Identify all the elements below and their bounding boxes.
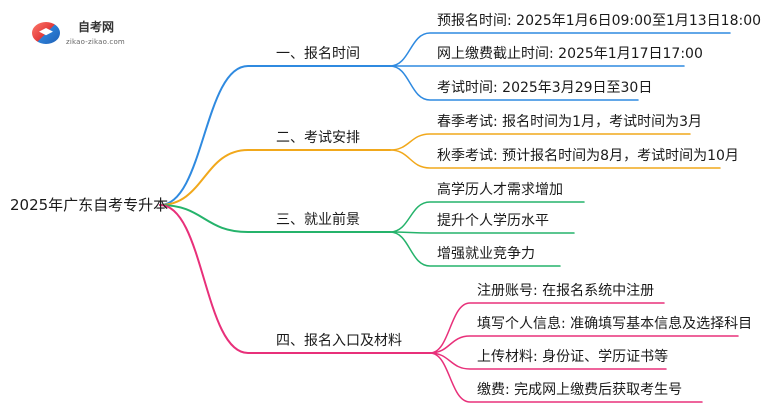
leaf-upload-materials: 上传材料: 身份证、学历证书等 — [477, 349, 669, 365]
leaf-connector — [429, 335, 739, 354]
leaf-connector — [389, 133, 691, 151]
leaf-demand-increase: 高学历人才需求增加 — [437, 182, 563, 198]
leaf-connector — [429, 352, 703, 403]
leaf-connector — [389, 149, 721, 169]
leaf-connector — [389, 231, 561, 267]
leaf-improve-education: 提升个人学历水平 — [437, 213, 549, 229]
branch-label-entry-and-materials: 四、报名入口及材料 — [276, 333, 402, 349]
branch-connector — [159, 204, 391, 233]
leaf-pre-registration-time: 预报名时间: 2025年1月6日09:00至1月13日18:00 — [437, 13, 761, 29]
leaf-payment-deadline: 网上缴费截止时间: 2025年1月17日17:00 — [437, 46, 703, 62]
site-logo: 自考网 zikao-zikao.com — [32, 16, 152, 52]
mindmap-root: 2025年广东自考专升本 — [10, 196, 169, 214]
leaf-spring-exam: 春季考试: 报名时间为1月，考试时间为3月 — [437, 114, 702, 130]
leaf-competitiveness: 增强就业竞争力 — [437, 246, 535, 262]
logo-url: zikao-zikao.com — [66, 38, 125, 46]
branch-label-employment-prospects: 三、就业前景 — [276, 212, 360, 228]
leaf-exam-time: 考试时间: 2025年3月29日至30日 — [437, 80, 653, 96]
leaf-connector — [429, 302, 665, 354]
leaf-register-account: 注册账号: 在报名系统中注册 — [477, 283, 655, 299]
branch-label-registration-time: 一、报名时间 — [276, 46, 360, 62]
leaf-connector — [389, 32, 731, 67]
logo-title: 自考网 — [78, 20, 115, 34]
leaf-connector — [389, 231, 575, 234]
branch-connector — [159, 149, 391, 206]
leaf-connector — [389, 201, 585, 233]
branch-label-exam-schedule: 二、考试安排 — [276, 130, 360, 146]
branch-connector — [159, 65, 391, 206]
branch-connector — [159, 204, 431, 354]
leaf-payment: 缴费: 完成网上缴费后获取考生号 — [477, 382, 683, 398]
leaf-fill-info: 填写个人信息: 准确填写基本信息及选择科目 — [477, 316, 753, 332]
leaf-connector — [429, 352, 667, 370]
graduation-cap-icon — [32, 22, 60, 44]
leaf-autumn-exam: 秋季考试: 预计报名时间为8月，考试时间为10月 — [437, 148, 739, 164]
leaf-connector — [389, 65, 639, 101]
